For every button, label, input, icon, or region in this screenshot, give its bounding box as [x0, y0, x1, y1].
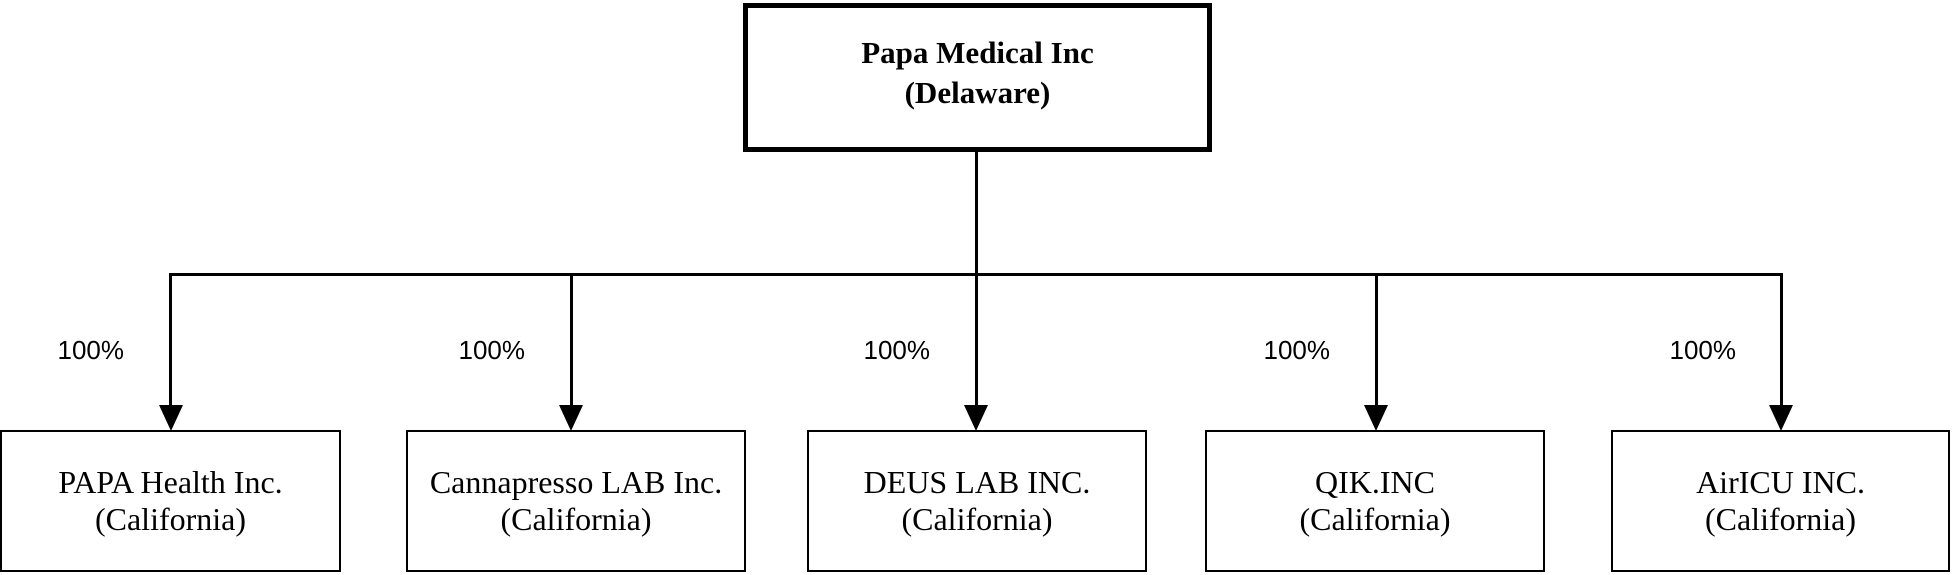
- arrow-down-icon: [1364, 405, 1388, 431]
- parent-entity-jurisdiction: (Delaware): [904, 74, 1051, 110]
- subsidiary-box-cannapresso-lab: Cannapresso LAB Inc. (California): [406, 430, 746, 572]
- subsidiary-name: AirICU INC.: [1696, 464, 1865, 500]
- parent-entity-box: Papa Medical Inc (Delaware): [743, 3, 1212, 152]
- subsidiary-box-deus-lab: DEUS LAB INC. (California): [807, 430, 1147, 572]
- connector-drop-4: [1375, 273, 1378, 409]
- subsidiary-name: QIK.INC: [1315, 464, 1435, 500]
- ownership-percentage-label: 100%: [863, 335, 931, 365]
- subsidiary-name: Cannapresso LAB Inc.: [429, 464, 723, 500]
- subsidiary-jurisdiction: (California): [901, 501, 1053, 537]
- arrow-down-icon: [1769, 405, 1793, 431]
- arrow-down-icon: [559, 405, 583, 431]
- arrow-down-icon: [159, 405, 183, 431]
- ownership-percentage-label: 100%: [57, 335, 125, 365]
- connector-trunk: [975, 152, 978, 275]
- subsidiary-jurisdiction: (California): [1299, 501, 1451, 537]
- arrow-down-icon: [964, 405, 988, 431]
- ownership-percentage-label: 100%: [458, 335, 526, 365]
- ownership-percentage-label: 100%: [1669, 335, 1737, 365]
- subsidiary-box-airicu: AirICU INC. (California): [1611, 430, 1950, 572]
- connector-drop-1: [169, 273, 172, 409]
- subsidiary-box-qik: QIK.INC (California): [1205, 430, 1545, 572]
- subsidiary-name: DEUS LAB INC.: [863, 464, 1091, 500]
- subsidiary-name: PAPA Health Inc.: [58, 464, 283, 500]
- connector-drop-3: [975, 273, 978, 409]
- parent-entity-name: Papa Medical Inc: [861, 34, 1094, 70]
- connector-drop-5: [1780, 273, 1783, 409]
- subsidiary-box-papa-health: PAPA Health Inc. (California): [0, 430, 341, 572]
- connector-drop-2: [570, 273, 573, 409]
- ownership-percentage-label: 100%: [1263, 335, 1331, 365]
- subsidiary-jurisdiction: (California): [94, 501, 247, 537]
- subsidiary-jurisdiction: (California): [500, 501, 652, 537]
- subsidiary-jurisdiction: (California): [1704, 501, 1857, 537]
